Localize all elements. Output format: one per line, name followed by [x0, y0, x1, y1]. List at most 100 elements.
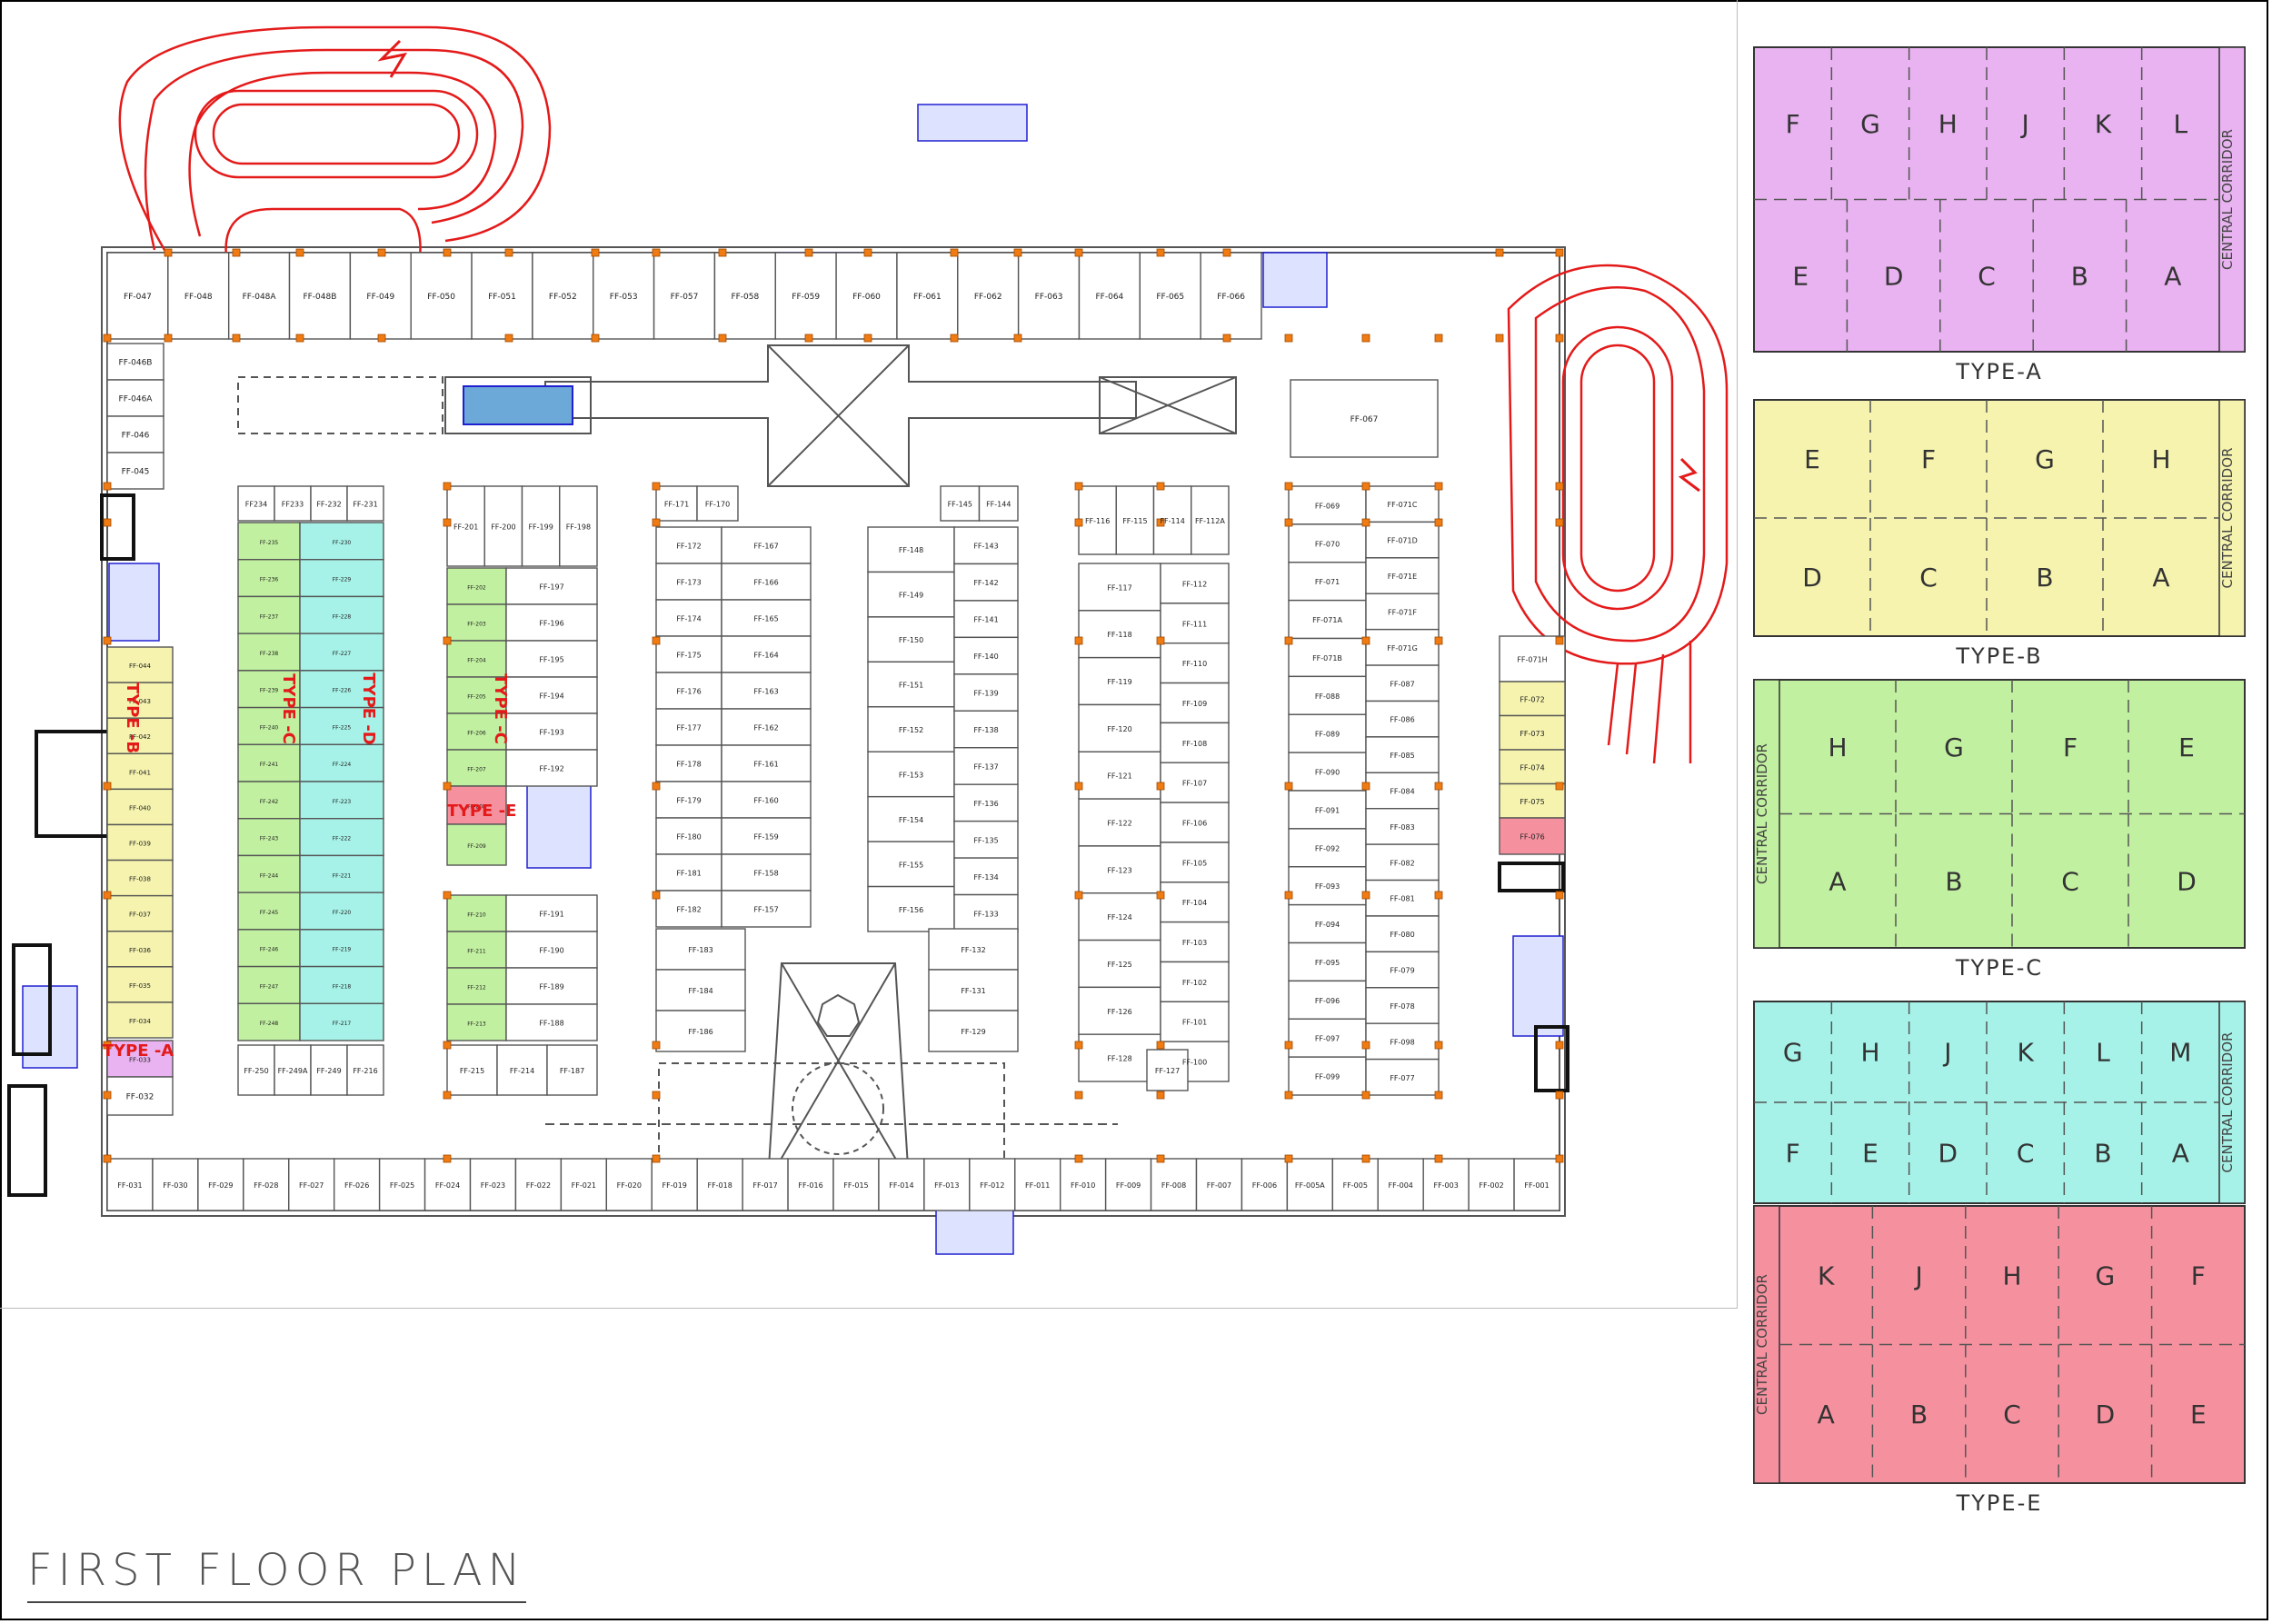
shop-unit: [521, 485, 561, 567]
shop-unit: [1160, 762, 1230, 803]
unit-label: FF-119: [1107, 678, 1131, 686]
shop-unit: [446, 485, 485, 567]
column-marker: [804, 334, 813, 343]
unit-label: FF-075: [1520, 798, 1544, 806]
shop-unit: [1160, 563, 1230, 604]
column-marker: [1555, 248, 1564, 257]
unit-label: FF-204: [467, 658, 486, 664]
shop-unit: [1078, 656, 1161, 706]
column-marker: [1361, 782, 1370, 791]
legend-unit-letter: H: [1828, 732, 1847, 762]
legend-unit-letter: F: [1786, 109, 1800, 139]
unit-label: FF-248: [260, 1021, 279, 1027]
unit-label: FF-013: [934, 1181, 959, 1190]
unit-label: FF-023: [481, 1181, 505, 1190]
shop-unit: [878, 1158, 925, 1211]
unit-label: FF-214: [510, 1067, 534, 1075]
legend-unit-letter: L: [2174, 109, 2188, 139]
shop-unit: [651, 1158, 698, 1211]
shop-unit: [655, 1010, 746, 1052]
shop-unit: [940, 485, 981, 522]
unit-label: FF-010: [1071, 1181, 1095, 1190]
legend-type-name: TYPE-B: [1955, 643, 2042, 669]
unit-label: FF-021: [572, 1181, 596, 1190]
unit-label: FF-203: [467, 622, 486, 628]
shop-unit: [237, 929, 301, 968]
unit-label: FF-033: [129, 1057, 151, 1064]
shop-unit: [471, 252, 533, 340]
shop-unit: [1191, 485, 1230, 555]
unit-label: FF-102: [1182, 979, 1207, 987]
shop-unit: [1288, 599, 1367, 640]
shop-unit: [928, 928, 1019, 971]
shop-unit: [1160, 802, 1230, 843]
legend-unit-letter: F: [2063, 732, 2078, 762]
column-marker: [652, 1091, 661, 1100]
column-marker: [1156, 782, 1165, 791]
unit-label: FF-064: [1096, 293, 1124, 302]
unit-label: FF-140: [973, 653, 998, 661]
unit-label: FF-152: [899, 726, 923, 734]
ramp-right: [1507, 264, 1729, 764]
legend-unit-letter: J: [1913, 1260, 1922, 1290]
legend-unit-letter: E: [1862, 1139, 1878, 1169]
unit-label: FF-235: [260, 540, 279, 546]
shop-unit: [299, 1002, 384, 1041]
shop-unit: [867, 571, 955, 618]
unit-label: FF-175: [676, 652, 701, 660]
unit-label: FF-076: [1520, 833, 1544, 842]
shop-unit: [978, 485, 1019, 522]
shop-unit: [1365, 772, 1440, 810]
legend-unit-letter: H: [1860, 1038, 1879, 1068]
shop-unit: [721, 526, 812, 564]
unit-label: FF-215: [460, 1067, 484, 1075]
unit-label: FF-058: [731, 293, 759, 302]
unit-label: FF-139: [973, 690, 998, 698]
shop-unit: [1150, 1158, 1198, 1211]
shop-unit: [721, 890, 812, 928]
unit-label: FF-156: [899, 906, 923, 914]
unit-label: FF-232: [316, 501, 341, 509]
shop-unit: [1331, 1158, 1379, 1211]
shop-unit: [1078, 610, 1161, 659]
unit-label: FF-159: [753, 833, 778, 842]
unit-label: FF-195: [539, 656, 563, 664]
column-marker: [804, 248, 813, 257]
column-marker: [295, 334, 304, 343]
unit-label: FF-071E: [1388, 573, 1417, 581]
unit-label: FF-046B: [119, 359, 153, 368]
unit-label: FF-088: [1315, 692, 1340, 701]
unit-label: FF-079: [1390, 967, 1414, 975]
legend-unit-letter: K: [2017, 1038, 2034, 1068]
unit-label: FF-089: [1315, 731, 1340, 739]
legend-unit-letter: G: [1944, 732, 1964, 762]
unit-label: FF-031: [117, 1181, 142, 1190]
unit-label: FF-199: [528, 523, 553, 532]
unit-label: FF-154: [899, 816, 923, 824]
shop-unit: [152, 1158, 199, 1211]
shop-unit: [655, 928, 746, 971]
column-marker: [443, 782, 452, 791]
shop-unit: [237, 743, 301, 782]
column-marker: [1074, 1041, 1083, 1050]
shop-unit: [655, 744, 722, 782]
legend-unit-letter: D: [2177, 866, 2197, 896]
shop-unit: [1288, 866, 1367, 906]
legend-unit-letter: H: [2002, 1260, 2021, 1290]
unit-label: FF-207: [467, 767, 486, 773]
shop-unit: [299, 929, 384, 968]
unit-label: FF-241: [260, 762, 279, 768]
shop-unit: [867, 706, 955, 752]
shop-unit: [237, 670, 301, 709]
corridor-label: CENTRAL CORRIDOR: [1754, 1274, 1770, 1415]
shop-unit: [1104, 1158, 1152, 1211]
legend-unit-letter: A: [2164, 261, 2181, 291]
shop-unit: [1288, 637, 1367, 678]
column-marker: [1361, 1154, 1370, 1163]
shop-unit: [106, 1158, 154, 1211]
shop-unit: [774, 252, 837, 340]
corridor-strip: [1753, 679, 1780, 949]
unit-label: FF-217: [333, 1021, 352, 1027]
shop-unit: [505, 931, 598, 969]
